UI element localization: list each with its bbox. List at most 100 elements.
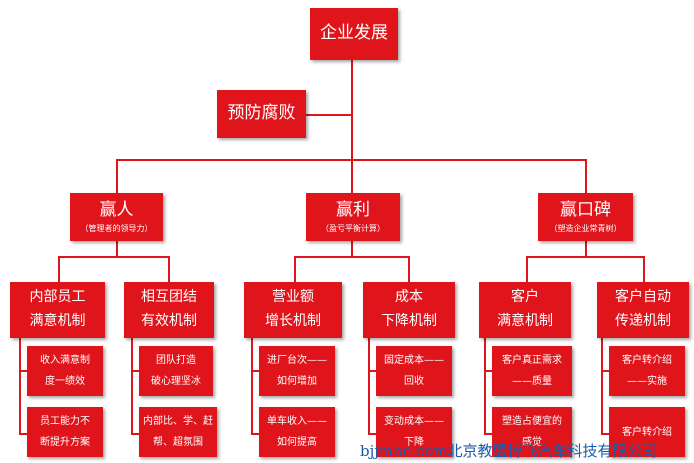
connector-branch2-left	[294, 256, 296, 282]
connector-leaf-spine	[131, 338, 133, 434]
leaf-line: 塑造占便宜的	[502, 416, 562, 427]
leaf-node: 固定成本—— 回收	[376, 346, 452, 396]
connector-branch3-up	[585, 159, 587, 193]
branch-title: 赢利	[336, 200, 370, 221]
root-label: 企业发展	[320, 23, 388, 44]
connector-leaf-tick	[601, 433, 609, 435]
connector-leaf-tick	[601, 370, 609, 372]
system-node-revenue-growth: 营业额 增长机制	[244, 282, 342, 338]
leaf-line: 客户真正需求	[502, 355, 562, 366]
connector-leaf-tick	[484, 370, 492, 372]
leaf-line: 客户转介绍	[622, 355, 672, 366]
connector-leaf-tick	[368, 370, 376, 372]
connector-branch3-down	[585, 241, 587, 257]
leaf-line: 员工能力不	[40, 416, 90, 427]
connector-leaf-spine	[19, 338, 21, 434]
connector-branch2-down	[351, 241, 353, 257]
connector-branch1-down	[116, 241, 118, 257]
system-node-customer-satisfaction: 客户 满意机制	[479, 282, 571, 338]
connector-leaf-tick	[484, 433, 492, 435]
system-line: 下降机制	[381, 313, 437, 329]
leaf-node: 内部比、学、赶 帮、超氛围	[139, 407, 217, 457]
leaf-line: 团队打造	[156, 355, 196, 366]
level1-node: 预防腐败	[217, 90, 306, 138]
system-line: 传递机制	[615, 313, 671, 329]
system-node-team-unity: 相互团结 有效机制	[124, 282, 214, 338]
connector-branch3-left	[526, 256, 528, 282]
level1-label: 预防腐败	[227, 103, 296, 124]
branch-title: 赢人	[99, 200, 134, 221]
leaf-line: 固定成本——	[384, 355, 444, 366]
connector-branch1-up	[116, 159, 118, 193]
leaf-line: 内部比、学、赶	[143, 416, 213, 427]
leaf-line: 客户转介绍	[622, 426, 672, 438]
branch-node-win-profit: 赢利 （盈亏平衡计算）	[306, 193, 400, 241]
root-node: 企业发展	[310, 8, 398, 60]
connector-branch2-up	[351, 159, 353, 193]
connector-leaf-spine	[251, 338, 253, 434]
leaf-node: 单车收入—— 如何提高	[259, 407, 335, 457]
connector-leaf-tick	[251, 370, 259, 372]
system-line: 内部员工	[29, 289, 86, 306]
branch-node-win-people: 赢人 （管理者的领导力）	[70, 193, 163, 241]
branch-subtitle: （管理者的领导力）	[80, 223, 153, 233]
connector-leaf-tick	[131, 433, 139, 435]
leaf-line: 回收	[404, 376, 424, 387]
system-line: 客户自动	[615, 289, 671, 306]
leaf-line: 收入满意制	[40, 355, 90, 366]
system-node-cost-reduction: 成本 下降机制	[363, 282, 455, 338]
leaf-node: 塑造占便宜的 感觉	[492, 407, 572, 457]
connector-level1	[306, 114, 352, 116]
connector-branch3-horizontal	[526, 256, 644, 258]
watermark-text: bjjmbc.com北京教盟博飞汽车科技有限公司	[360, 442, 658, 460]
branch-subtitle: （塑造企业常青树）	[549, 223, 622, 233]
connector-branch2-horizontal	[294, 256, 409, 258]
leaf-node: 收入满意制 度一绩效	[27, 346, 103, 396]
leaf-line: 断提升方案	[40, 437, 90, 448]
system-line: 相互团结	[141, 289, 197, 306]
system-line: 满意机制	[29, 313, 86, 329]
leaf-line: 进厂台次——	[267, 355, 327, 366]
leaf-line: 感觉	[522, 437, 542, 448]
system-line: 满意机制	[497, 313, 553, 329]
leaf-line: 单车收入——	[267, 416, 327, 427]
system-line: 增长机制	[265, 313, 321, 329]
connector-leaf-spine	[368, 338, 370, 434]
connector-leaf-tick	[19, 433, 27, 435]
connector-branch1-left	[58, 256, 60, 282]
connector-root-down	[351, 60, 353, 160]
connector-leaf-spine	[601, 338, 603, 434]
leaf-node: 团队打造 破心理坚冰	[139, 346, 213, 396]
branch-title: 赢口碑	[560, 200, 611, 221]
leaf-node: 进厂台次—— 如何增加	[259, 346, 335, 396]
system-line: 有效机制	[141, 313, 197, 329]
leaf-line: 破心理坚冰	[151, 376, 201, 387]
branch-node-win-reputation: 赢口碑 （塑造企业常青树）	[538, 193, 633, 241]
leaf-line: 度一绩效	[45, 376, 85, 387]
branch-subtitle: （盈亏平衡计算）	[321, 223, 385, 233]
connector-leaf-tick	[251, 433, 259, 435]
connector-branch1-right	[168, 256, 170, 282]
leaf-node: 变动成本—— 下降	[376, 407, 452, 457]
leaf-line: 下降	[404, 437, 424, 448]
system-line: 成本	[395, 289, 423, 306]
connector-branch1-horizontal	[58, 256, 168, 258]
connector-leaf-tick	[368, 433, 376, 435]
leaf-line: ——实施	[627, 376, 667, 387]
leaf-line: ——质量	[512, 376, 552, 387]
leaf-line: 如何提高	[277, 437, 317, 448]
connector-branch3-right	[643, 256, 645, 282]
leaf-line: 帮、超氛围	[153, 437, 203, 448]
system-line: 客户	[511, 289, 539, 306]
leaf-node: 客户真正需求 ——质量	[492, 346, 572, 396]
connector-leaf-spine	[484, 338, 486, 434]
leaf-node: 客户转介绍	[609, 407, 685, 457]
leaf-node: 员工能力不 断提升方案	[27, 407, 103, 457]
system-node-customer-referral: 客户自动 传递机制	[597, 282, 689, 338]
connector-branch2-right	[408, 256, 410, 282]
system-node-staff-satisfaction: 内部员工 满意机制	[10, 282, 105, 338]
connector-leaf-tick	[131, 370, 139, 372]
connector-leaf-tick	[19, 370, 27, 372]
leaf-node: 客户转介绍 ——实施	[609, 346, 685, 396]
leaf-line: 变动成本——	[384, 416, 444, 427]
